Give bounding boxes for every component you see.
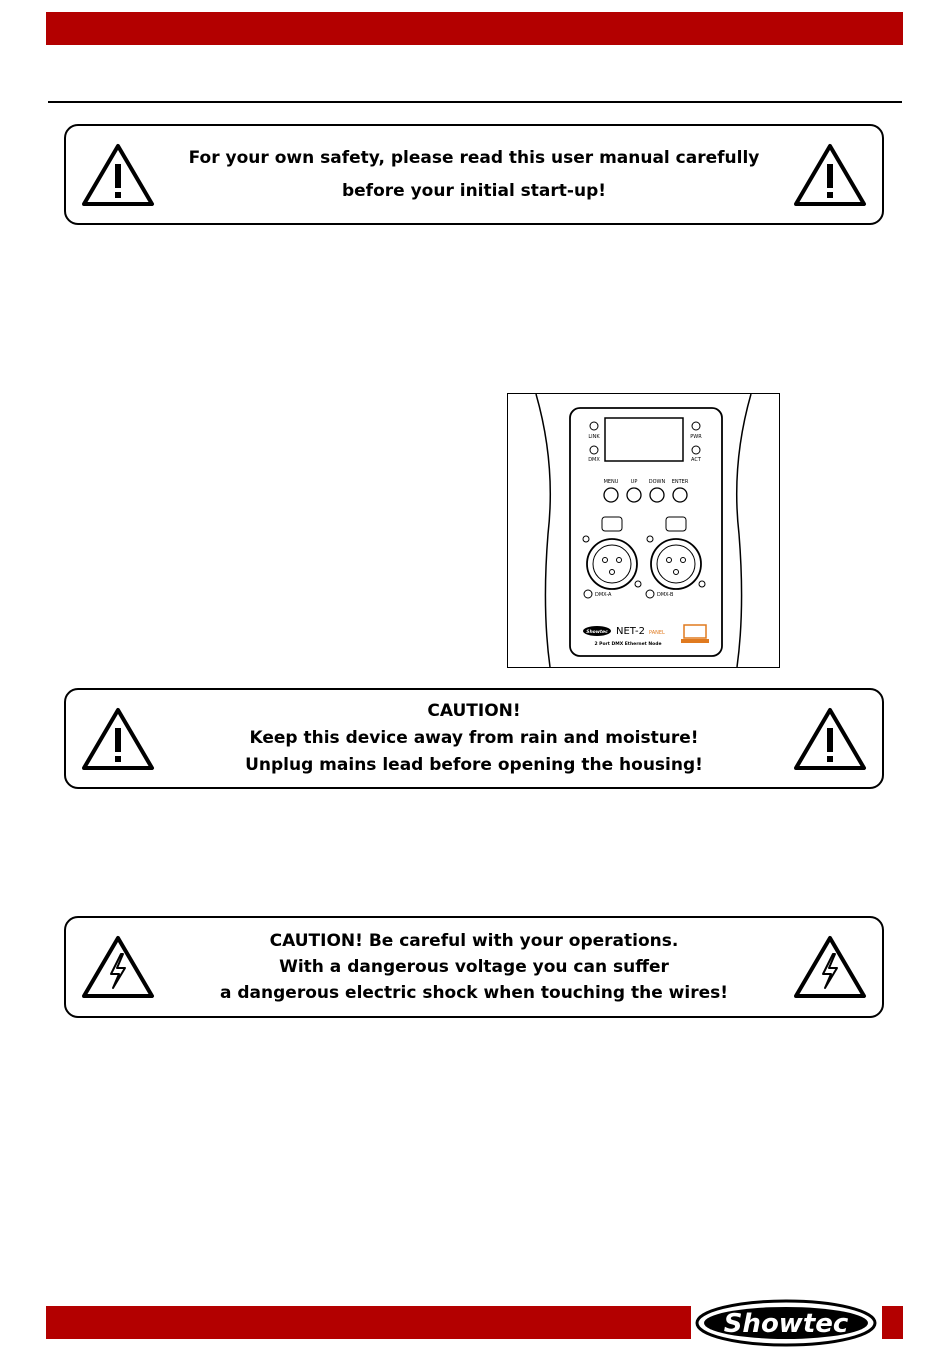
led-dmx xyxy=(589,445,599,455)
led-label: ACT xyxy=(691,457,702,463)
led-label: PWR xyxy=(690,434,702,440)
warning-line: Unplug mains lead before opening the hou… xyxy=(245,755,703,775)
warning-line: before your initial start-up! xyxy=(341,180,606,201)
device-front-panel-image: LINK DMX PWR ACT MENU UP DOWN ENTER DMX-… xyxy=(507,393,780,668)
port-label: DMX-A xyxy=(595,592,612,598)
button-label: MENU xyxy=(604,479,619,485)
warning-line: Keep this device away from rain and mois… xyxy=(249,728,699,748)
electric-shock-triangle-icon xyxy=(82,936,154,998)
warning-message: CAUTION! Keep this device away from rain… xyxy=(176,690,772,787)
warning-line: With a dangerous voltage you can suffer xyxy=(279,957,669,977)
exclamation-triangle-icon xyxy=(82,707,154,770)
exclamation-triangle-icon xyxy=(794,143,866,206)
model-name: NET-2 xyxy=(616,626,645,637)
warning-line: For your own safety, please read this us… xyxy=(188,147,760,168)
footer-red-bar xyxy=(46,1306,691,1339)
moisture-caution-box: CAUTION! Keep this device away from rain… xyxy=(64,688,884,789)
led-label: DMX xyxy=(588,457,600,463)
header-red-bar xyxy=(46,12,903,45)
footer-red-bar-end xyxy=(882,1306,903,1339)
electric-shock-triangle-icon xyxy=(794,936,866,998)
button-label: UP xyxy=(631,479,638,485)
warning-line: CAUTION! Be careful with your operations… xyxy=(269,931,679,951)
led-pwr xyxy=(691,421,701,431)
logo-text: Showtec xyxy=(724,1309,849,1339)
safety-warning-box: For your own safety, please read this us… xyxy=(64,124,884,225)
led-link xyxy=(589,421,599,431)
warning-line: CAUTION! xyxy=(427,701,521,721)
model-suffix: PANEL xyxy=(649,630,665,636)
warning-message: For your own safety, please read this us… xyxy=(176,126,772,223)
warning-line: a dangerous electric shock when touching… xyxy=(220,983,728,1003)
header-rule xyxy=(48,101,902,103)
showtec-logo: Showtec xyxy=(695,1299,877,1347)
xlr-port-a xyxy=(586,538,638,590)
menu-button xyxy=(603,487,619,503)
down-button xyxy=(649,487,665,503)
port-label: DMX-B xyxy=(657,592,674,598)
enter-button xyxy=(672,487,688,503)
up-button xyxy=(626,487,642,503)
warning-message: CAUTION! Be careful with your operations… xyxy=(176,918,772,1016)
brand-badge-label: Showtec xyxy=(586,629,608,635)
device-subtitle: 2 Port DMX Ethernet Node xyxy=(594,641,661,647)
button-label: DOWN xyxy=(649,479,666,485)
xlr-port-b xyxy=(650,538,702,590)
brand-badge xyxy=(583,626,611,636)
led-act xyxy=(691,445,701,455)
button-label: ENTER xyxy=(672,479,689,485)
exclamation-triangle-icon xyxy=(82,143,154,206)
exclamation-triangle-icon xyxy=(794,707,866,770)
electric-shock-caution-box: CAUTION! Be careful with your operations… xyxy=(64,916,884,1018)
led-label: LINK xyxy=(588,434,600,440)
laptop-icon xyxy=(683,624,707,639)
